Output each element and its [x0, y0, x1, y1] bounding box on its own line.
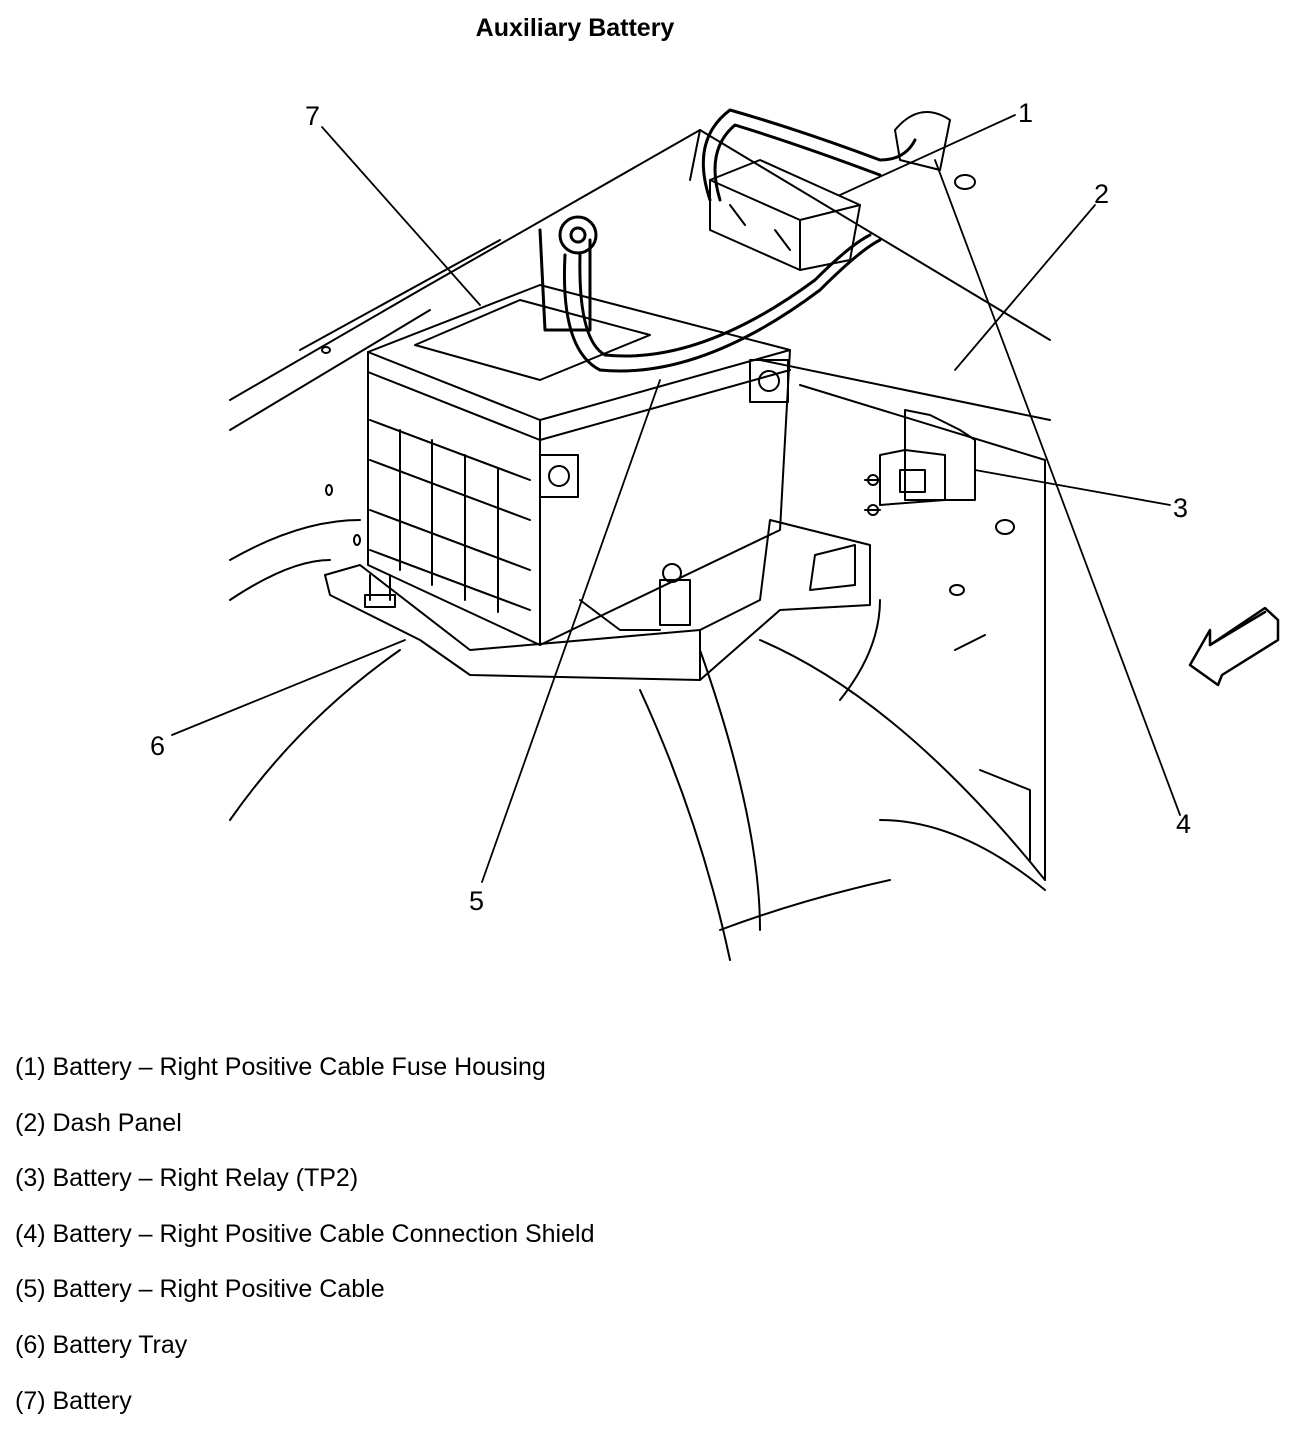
callout-2: 2 — [1094, 179, 1109, 209]
legend-item-3: (3) Battery – Right Relay (TP2) — [15, 1164, 359, 1193]
body-panel-outline — [229, 129, 1051, 961]
callout-1: 1 — [1018, 98, 1033, 128]
fuse-housing — [709, 159, 861, 271]
parts-legend: (1) Battery – Right Positive Cable Fuse … — [15, 1050, 594, 1439]
direction-arrow — [1188, 606, 1280, 687]
callout-7: 7 — [305, 101, 320, 131]
legend-item-6: (6) Battery Tray — [15, 1330, 188, 1359]
positive-cable — [538, 108, 917, 373]
relay — [864, 409, 976, 516]
legend-item-5: (5) Battery – Right Positive Cable — [15, 1275, 385, 1304]
legend-item-7: (7) Battery — [15, 1386, 132, 1415]
legend-item-4: (4) Battery – Right Positive Cable Conne… — [15, 1219, 595, 1248]
diagram-title: Auxiliary Battery — [475, 14, 675, 42]
callout-3: 3 — [1173, 493, 1188, 523]
battery-tray — [324, 519, 871, 681]
callout-5: 5 — [469, 886, 484, 916]
battery-case — [367, 284, 791, 646]
callout-leaders — [171, 114, 1181, 883]
callout-4: 4 — [1176, 809, 1191, 839]
battery-illustration: 1 2 3 4 5 6 7 — [150, 98, 1280, 961]
connection-shield — [894, 111, 976, 190]
legend-item-1: (1) Battery – Right Positive Cable Fuse … — [15, 1053, 546, 1081]
legend-item-2: (2) Dash Panel — [15, 1108, 182, 1137]
callout-6: 6 — [150, 731, 165, 761]
